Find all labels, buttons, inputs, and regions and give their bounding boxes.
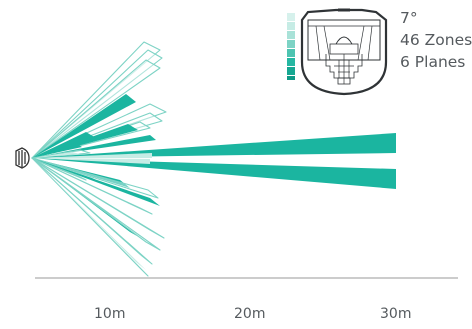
detection-zone-22 <box>31 157 159 199</box>
detection-zone-7 <box>32 94 136 158</box>
detection-zone-29 <box>31 157 149 277</box>
distance-label-10m: 10m <box>94 306 126 322</box>
detection-zone-14 <box>32 133 396 158</box>
detection-zone-16 <box>32 153 152 158</box>
detection-zone-11 <box>32 143 82 158</box>
spec-planes: 6 Planes <box>400 53 466 71</box>
distance-label-30m: 30m <box>380 306 412 322</box>
detection-zone-13 <box>32 152 80 158</box>
distance-label-20m: 20m <box>234 306 266 322</box>
detection-zone-27 <box>31 157 161 251</box>
spec-angle: 7° <box>400 9 418 27</box>
beam-fan <box>31 41 396 277</box>
detection-zone-1 <box>31 41 161 159</box>
detection-zone-3 <box>31 59 161 159</box>
detection-zone-25 <box>31 157 165 239</box>
detection-zone-19 <box>31 157 87 181</box>
detection-zone-15 <box>32 158 396 189</box>
detection-zone-28 <box>31 157 153 265</box>
detector-pattern-icon <box>300 8 388 96</box>
detection-zone-17 <box>32 158 150 164</box>
detection-zone-2 <box>31 49 163 159</box>
spec-zones: 46 Zones <box>400 31 472 49</box>
detection-zone-23 <box>32 158 160 206</box>
detection-zone-30 <box>32 158 146 270</box>
pir-detector-icon <box>15 147 30 169</box>
detection-zone-9 <box>32 132 96 158</box>
detection-zone-24 <box>31 157 153 215</box>
detection-zone-10 <box>32 135 156 158</box>
plane-level-bars <box>287 13 295 80</box>
